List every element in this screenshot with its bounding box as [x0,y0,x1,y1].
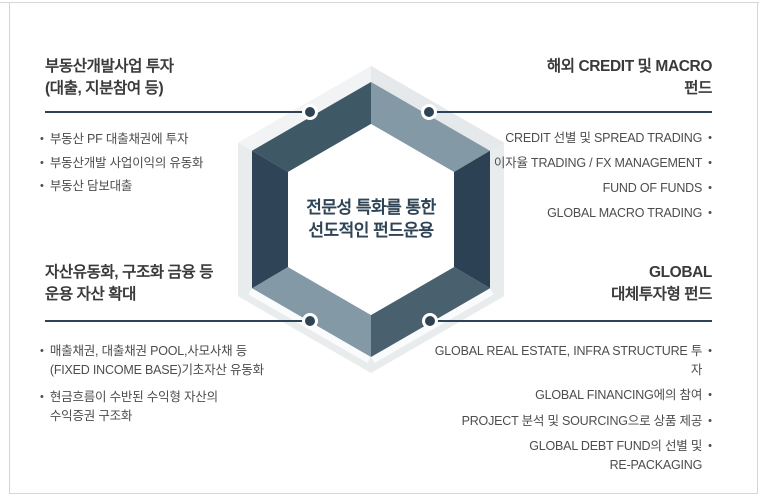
bullet-icon: • [708,440,712,452]
section-top-right: 해외 CREDIT 및 MACRO 펀드 CREDIT 선별 및 SPREAD … [428,56,712,226]
bullet-text: PROJECT 분석 및 SOURCING으로 상품 제공 [461,413,703,428]
bullet-text: CREDIT 선별 및 SPREAD TRADING [505,131,703,145]
bullet-icon: • [40,391,44,403]
hexagon-segment-upper-left [252,82,371,172]
list-item: • 매출채권, 대출채권 POOL,사모사채 등 (FIXED INCOME BA… [40,342,305,380]
connector-line-bottom-left [45,320,310,322]
bullet-icon: • [40,156,44,169]
connector-dot-top-left [302,104,318,120]
connector-line-top-right [428,111,712,113]
list-item: GLOBAL FINANCING에의 참여 • [428,386,712,405]
list-item: PROJECT 분석 및 SOURCING으로 상품 제공 • [428,412,712,431]
connector-line-top-left [45,111,310,113]
bullet-text: 현금흐름이 수반된 수익형 자산의 수익증권 구조화 [49,390,218,423]
section-top-left-title: 부동산개발사업 투자 (대출, 지분참여 등) [45,58,174,97]
list-item: 이자율 TRADING / FX MANAGEMENT • [428,151,712,176]
bullet-text: 부동산 PF 대출채권에 투자 [49,132,189,146]
bullet-text: 부동산개발 사업이익의 유동화 [49,155,204,170]
section-bottom-left-bullets: • 매출채권, 대출채권 POOL,사모사채 등 (FIXED INCOME BA… [40,342,305,426]
section-bottom-left: 자산유동화, 구조화 금융 등 운용 자산 확대 • 매출채권, 대출채권 POO… [40,262,310,434]
bullet-text: GLOBAL MACRO TRADING [547,206,703,220]
bullet-icon: • [708,207,712,219]
bullet-text: 부동산 담보대출 [49,179,133,193]
hexagon-segment-left [252,150,288,289]
section-top-right-bullets: CREDIT 선별 및 SPREAD TRADING • 이자율 TRADING … [428,126,712,226]
section-bottom-left-title: 자산유동화, 구조화 금융 등 운용 자산 확대 [45,264,214,303]
bullet-icon: • [40,133,44,145]
section-bottom-right-title: GLOBAL 대체투자형 펀드 [611,264,712,303]
bullet-icon: • [708,132,712,144]
hexagon-center-label: 전문성 특화를 통한 선도적인 펀드운용 [306,198,436,240]
bullet-text: 매출채권, 대출채권 POOL,사모사채 등 (FIXED INCOME BAS… [49,344,264,377]
list-item: CREDIT 선별 및 SPREAD TRADING • [428,126,712,151]
hexagon-segment-lower-right [371,267,490,357]
list-item: • 부동산 담보대출 [40,175,305,199]
section-top-right-title: 해외 CREDIT 및 MACRO 펀드 [546,58,713,97]
hexagon-outer-shade-band [371,66,504,151]
list-item: GLOBAL DEBT FUND의 선별 및 RE-PACKAGING • [428,437,712,474]
connector-dot-bottom-right [422,313,438,329]
list-item: GLOBAL MACRO TRADING • [428,201,712,226]
connector-dot-top-right [421,104,437,120]
hexagon-inner [288,124,454,315]
section-top-left: 부동산개발사업 투자 (대출, 지분참여 등) • 부동산 PF 대출채권에 투자… [40,56,310,199]
page-top-divider [0,2,759,3]
list-item: • 부동산 PF 대출채권에 투자 [40,128,305,152]
bullet-icon: • [708,389,712,401]
list-item: FUND OF FUNDS • [428,176,712,201]
list-item: • 부동산개발 사업이익의 유동화 [40,152,305,176]
connector-dot-bottom-left [302,313,318,329]
list-item: • 현금흐름이 수반된 수익형 자산의 수익증권 구조화 [40,388,305,426]
section-bottom-right-bullets: GLOBAL REAL ESTATE, INFRA STRUCTURE 투자• … [428,342,712,474]
bullet-icon: • [40,345,44,357]
bullet-icon: • [708,182,712,194]
content-frame [9,2,758,494]
bullet-text: GLOBAL DEBT FUND의 선별 및 RE-PACKAGING [529,439,703,472]
section-top-left-bullets: • 부동산 PF 대출채권에 투자 • 부동산개발 사업이익의 유동화 • 부동산 담… [40,128,305,199]
hexagon-segment-upper-right [371,82,490,172]
bullet-text: FUND OF FUNDS [602,181,703,195]
bullet-icon: • [708,345,712,357]
list-item: GLOBAL REAL ESTATE, INFRA STRUCTURE 투자 • [428,342,712,379]
bullet-text: GLOBAL REAL ESTATE, INFRA STRUCTURE 투자 [434,344,703,377]
connector-line-bottom-right [428,320,712,322]
bullet-icon: • [708,414,712,427]
bullet-icon: • [40,180,44,192]
bullet-text: GLOBAL FINANCING에의 참여 [535,388,703,402]
hexagon-segment-right [454,150,490,289]
section-bottom-right: GLOBAL 대체투자형 펀드 GLOBAL REAL ESTATE, INFR… [428,262,712,481]
bullet-text: 이자율 TRADING / FX MANAGEMENT [493,156,703,170]
hexagon-segment-lower-left [252,267,371,357]
bullet-icon: • [708,157,712,169]
